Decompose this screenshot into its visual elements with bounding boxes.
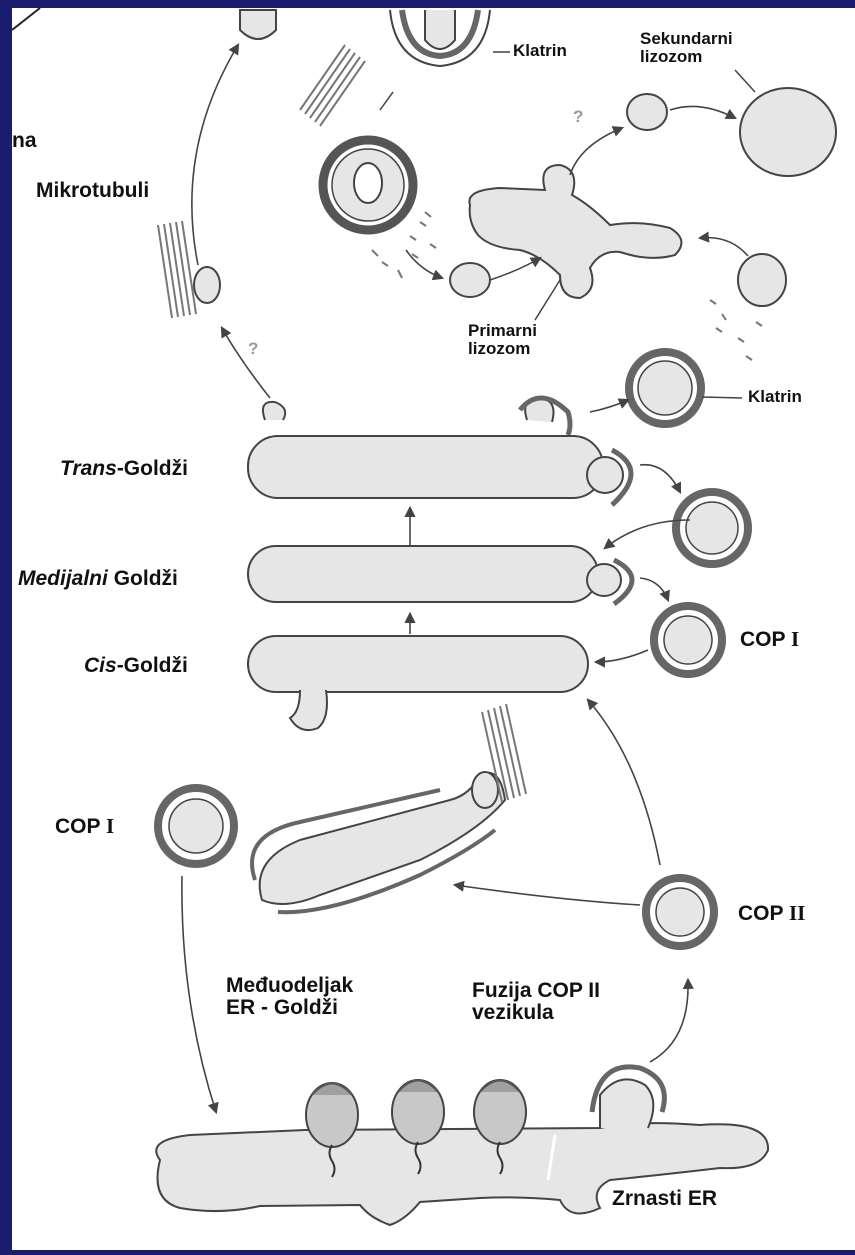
label-cop-i-left: COP I [55, 815, 114, 838]
vesicle-on-microtubule [194, 267, 220, 303]
question-mark-upper: ? [573, 108, 583, 126]
label-meduodeljak: Međuodeljak ER - Goldži [226, 975, 353, 1019]
label-mikrotubuli: Mikrotubuli [36, 180, 149, 202]
label-cop-i-right-prefix: COP [740, 628, 791, 651]
label-medijalni-prefix: Medijalni [18, 567, 108, 590]
label-zrnasti-er: Zrnasti ER [612, 1188, 717, 1210]
label-trans-golgi: Trans-Goldži [60, 458, 188, 480]
label-primarni-lizozom: Primarni lizozom [468, 322, 537, 358]
coated-vesicle-trans [676, 492, 748, 564]
label-cop-ii: COP II [738, 902, 805, 925]
vesicle-to-secondary [627, 94, 667, 130]
label-trans-prefix: Trans [60, 457, 117, 480]
label-cis-rest: -Goldži [117, 654, 188, 677]
label-trans-rest: -Goldži [117, 457, 188, 480]
cop-i-vesicle-right [654, 606, 722, 674]
label-membrana-fragment: na [12, 130, 37, 152]
label-cop-ii-num: II [789, 901, 805, 925]
label-klatrin-right: Klatrin [748, 388, 802, 406]
label-cop-i-left-prefix: COP [55, 815, 106, 838]
label-fuzija-cop-ii: Fuzija COP II vezikula [472, 980, 600, 1024]
label-cis-prefix: Cis [84, 654, 117, 677]
label-medijalni-rest: Goldži [108, 567, 178, 590]
question-mark-lower: ? [248, 340, 258, 358]
label-cis-golgi: Cis-Goldži [84, 655, 188, 677]
label-cop-i-right: COP I [740, 628, 799, 651]
label-medijalni-golgi: Medijalni Goldži [18, 568, 178, 590]
label-cop-ii-prefix: COP [738, 902, 789, 925]
label-cop-i-right-num: I [791, 627, 799, 651]
uncoated-vesicle-right [738, 254, 786, 306]
cop-ii-vesicle [646, 878, 714, 946]
secondary-lysosome [740, 88, 836, 176]
label-klatrin-top: Klatrin [513, 42, 567, 60]
small-vesicle-endosome [450, 263, 490, 297]
medial-golgi [248, 546, 632, 604]
label-cop-i-left-num: I [106, 814, 114, 838]
cop-i-vesicle-left [158, 788, 234, 864]
label-sekundarni-lizozom: Sekundarni lizozom [640, 30, 733, 66]
